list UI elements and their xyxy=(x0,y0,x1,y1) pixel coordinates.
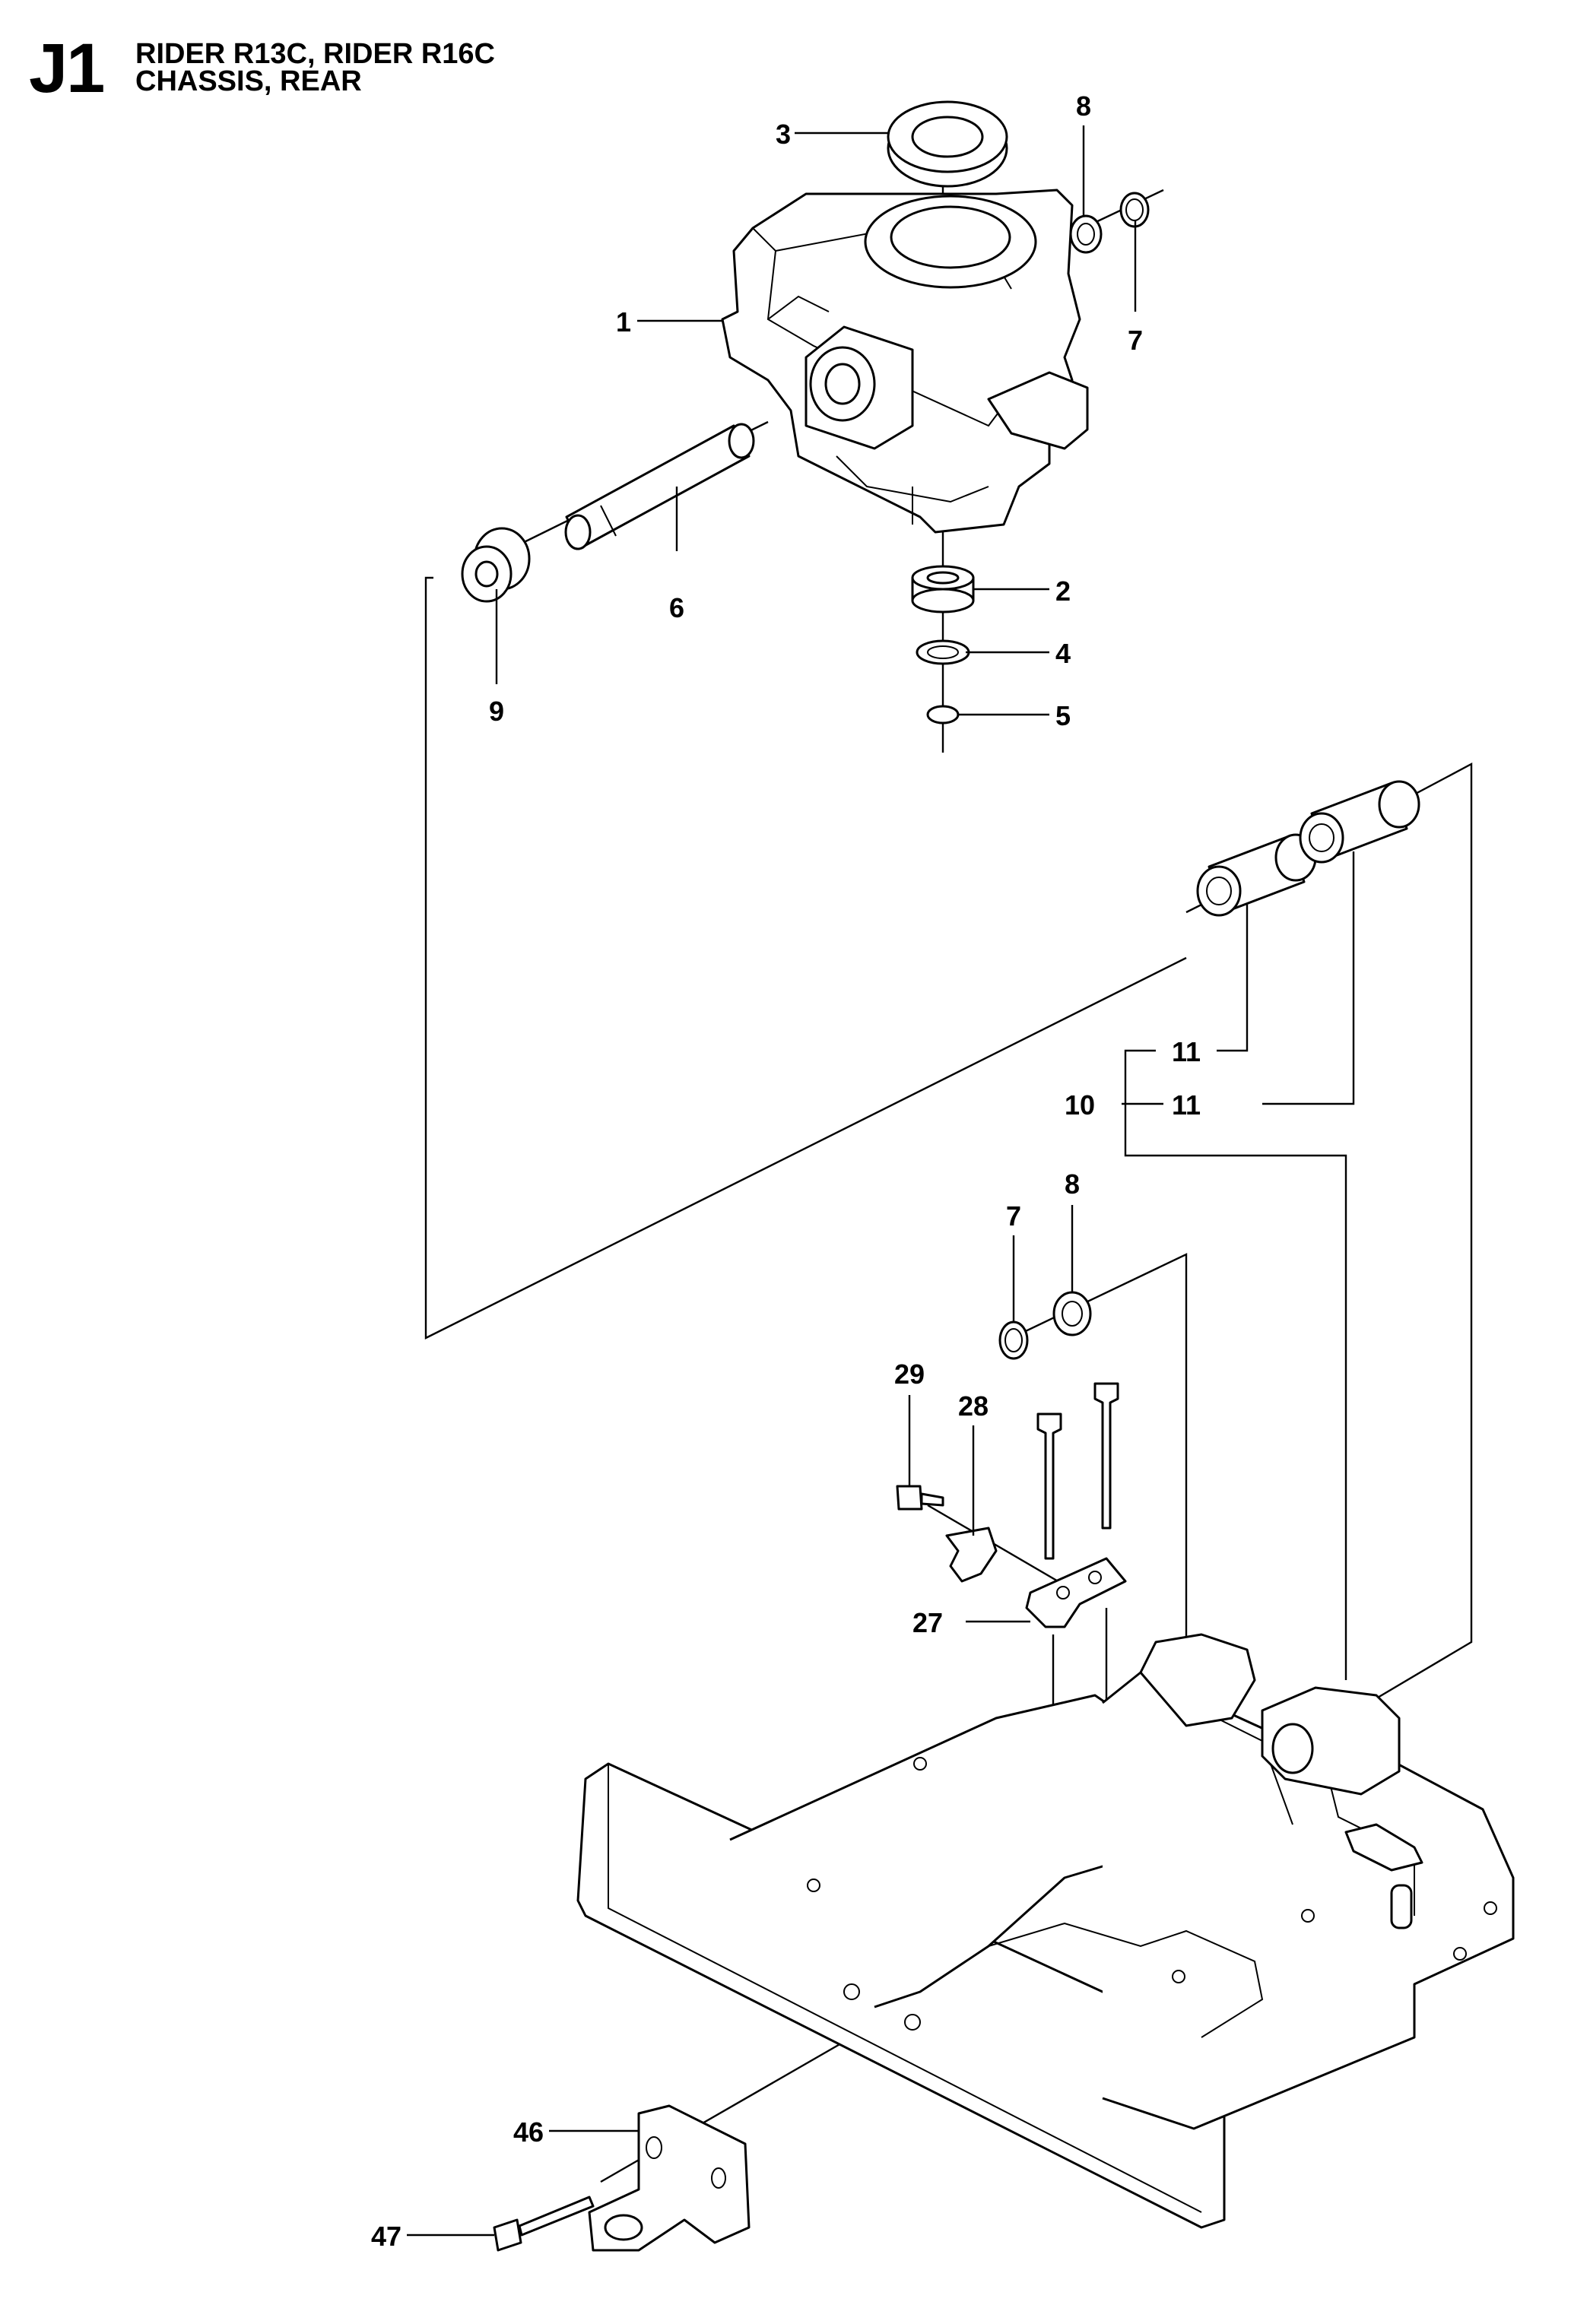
callout-2: 2 xyxy=(1055,575,1071,607)
callout-11-upper: 11 xyxy=(1172,1036,1201,1067)
bracket-hardware xyxy=(896,1382,1127,1628)
pivot-pin xyxy=(564,423,755,550)
callout-labels: 3 8 1 7 2 6 4 5 9 11 10 11 7 8 29 28 27 … xyxy=(371,90,1201,2252)
callout-47: 47 xyxy=(371,2221,401,2252)
callout-29: 29 xyxy=(894,1359,925,1390)
model-title: RIDER R13C, RIDER R16C xyxy=(135,38,495,70)
callout-7-lower: 7 xyxy=(1006,1200,1021,1232)
callout-3: 3 xyxy=(776,119,791,150)
callout-5: 5 xyxy=(1055,700,1071,731)
seal-ring xyxy=(887,100,1008,188)
bushings xyxy=(1196,780,1420,917)
bearing-and-clips xyxy=(911,565,975,724)
hitch-bracket xyxy=(588,2104,751,2252)
callout-9: 9 xyxy=(489,696,504,727)
callout-7-upper: 7 xyxy=(1128,325,1143,356)
hitch-bolt xyxy=(493,2196,595,2252)
callout-11-lower: 11 xyxy=(1172,1089,1201,1121)
callout-1: 1 xyxy=(616,306,631,338)
swivel-housing xyxy=(721,189,1089,534)
callout-46: 46 xyxy=(513,2116,544,2148)
callout-28: 28 xyxy=(958,1390,989,1422)
callout-8-lower: 8 xyxy=(1065,1168,1080,1200)
callout-leaders xyxy=(407,125,1137,2237)
callout-27: 27 xyxy=(912,1607,943,1638)
pin-bushing xyxy=(461,527,531,603)
callout-8-upper: 8 xyxy=(1076,90,1091,122)
washer-set-lower xyxy=(998,1291,1092,1360)
callout-4: 4 xyxy=(1055,638,1071,669)
callout-10: 10 xyxy=(1065,1089,1095,1121)
rear-chassis-frame xyxy=(576,1633,1515,2229)
callout-6: 6 xyxy=(669,592,684,623)
page-code: J1 xyxy=(29,30,105,107)
section-title: CHASSIS, REAR xyxy=(135,65,362,97)
washer-set-upper xyxy=(1069,192,1150,254)
